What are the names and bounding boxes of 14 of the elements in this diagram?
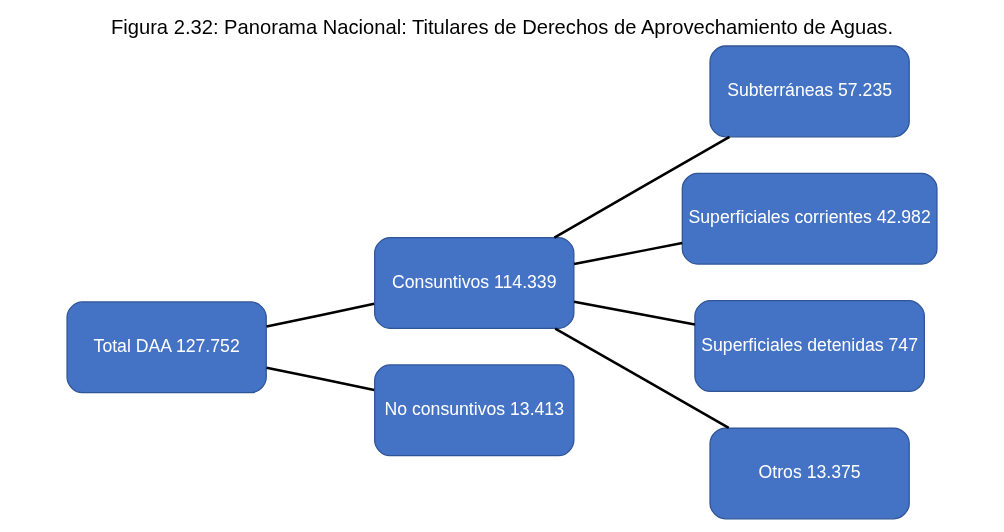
node-box: Superficiales corrientes 42.982 — [681, 172, 938, 265]
node-box: No consuntivos 13.413 — [374, 364, 575, 457]
connector — [266, 302, 375, 328]
node-box: Consuntivos 114.339 — [374, 237, 575, 330]
connector — [266, 366, 375, 392]
node-box: Otros 13.375 — [709, 427, 910, 520]
node-box: Subterráneas 57.235 — [709, 45, 910, 138]
connector — [573, 241, 683, 266]
node-box: Superficiales detenidas 747 — [694, 300, 925, 393]
diagram-title: Figura 2.32: Panorama Nacional: Titulares de Derechos de Aprovechamiento de Aguas. — [110, 16, 894, 39]
node-box: Total DAA 127.752 — [66, 301, 267, 394]
connector — [573, 300, 696, 326]
connector — [554, 327, 730, 429]
connector — [553, 135, 731, 239]
